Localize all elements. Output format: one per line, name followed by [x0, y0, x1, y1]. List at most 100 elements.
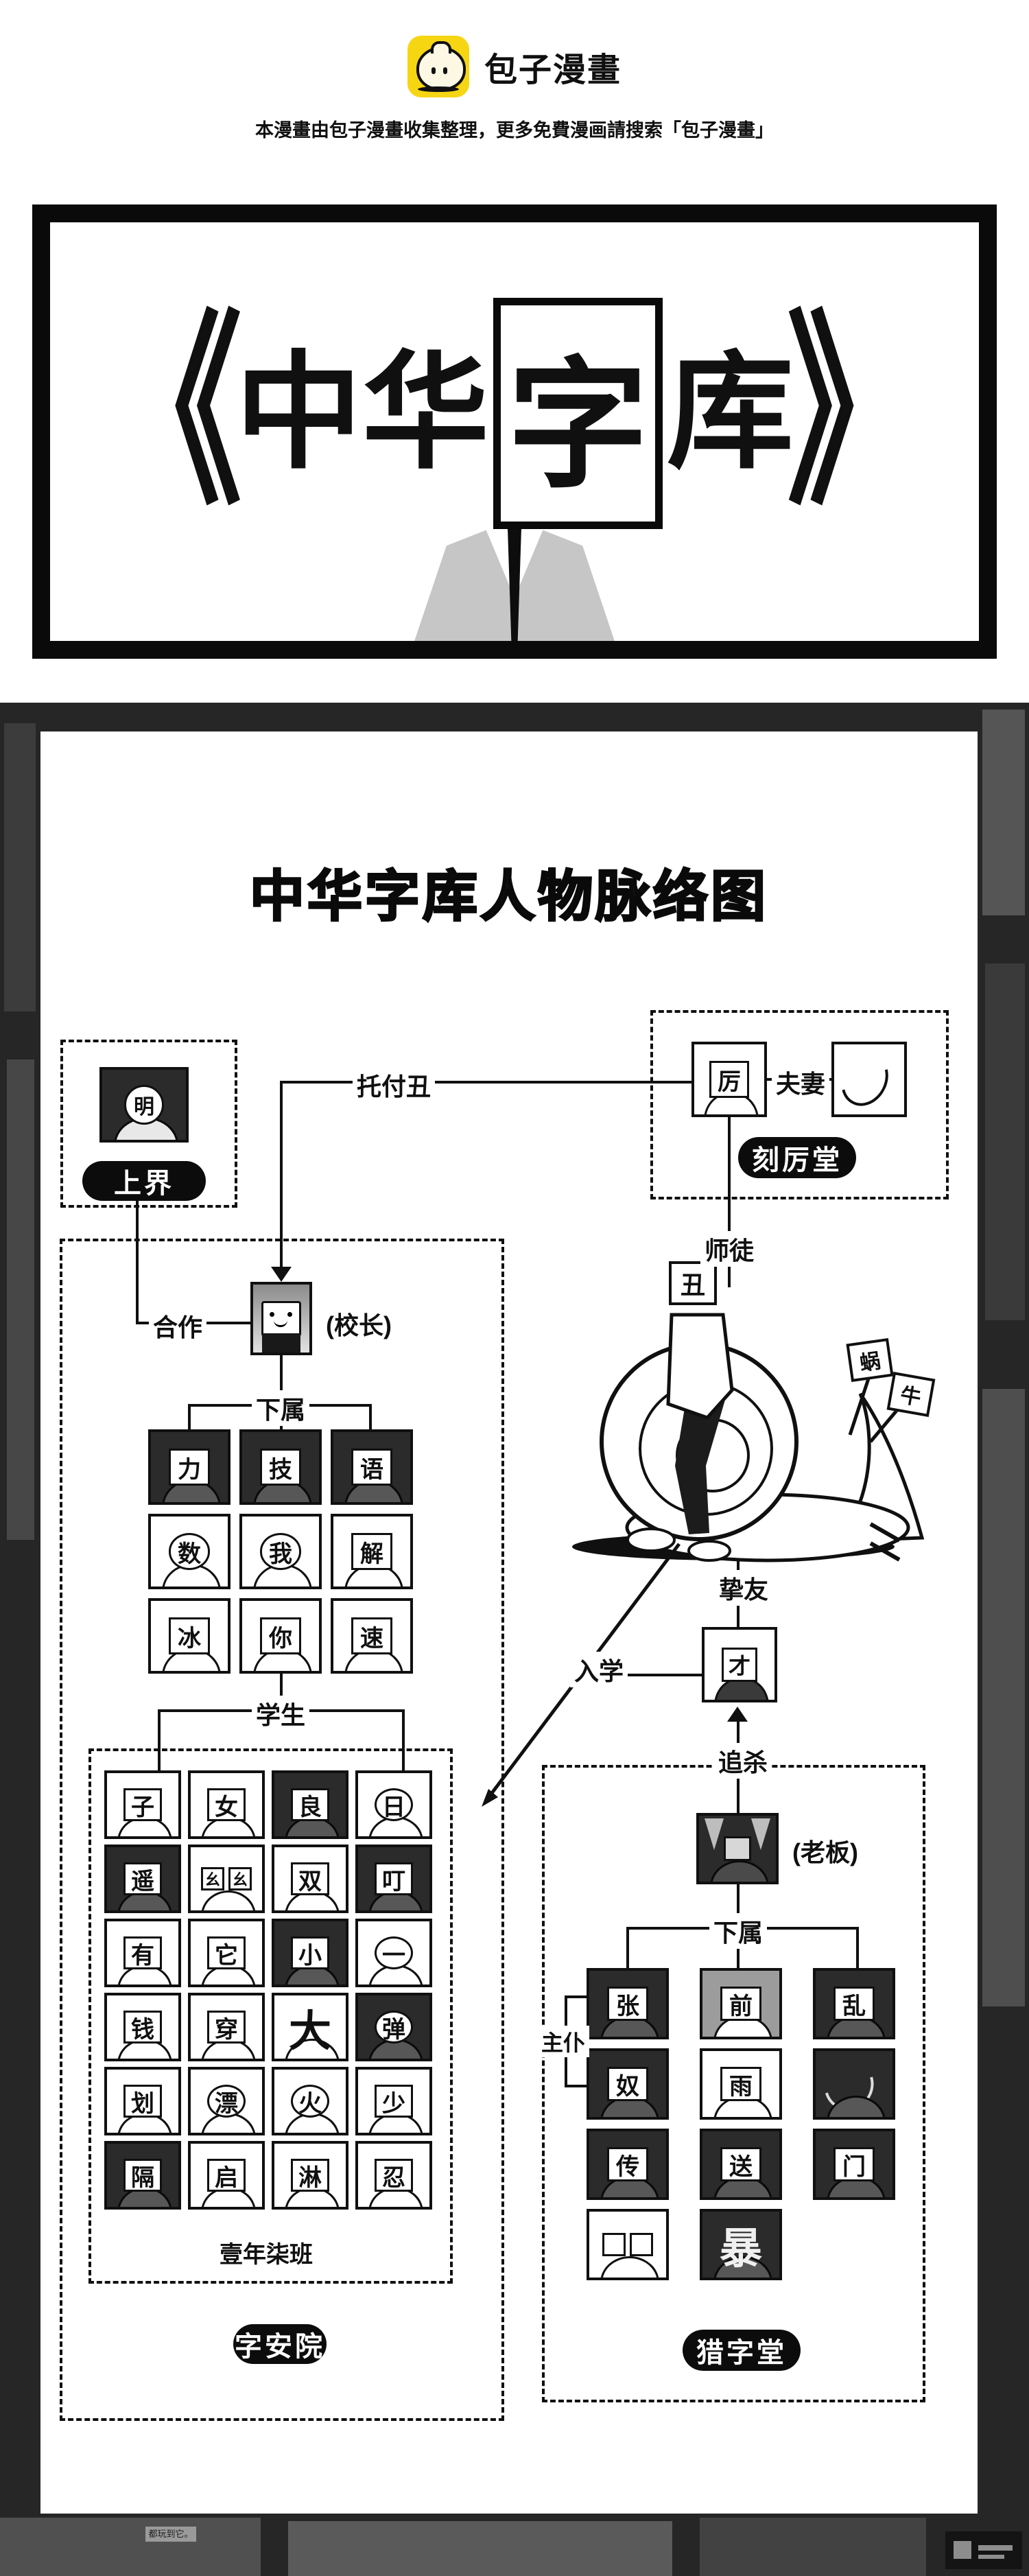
portrait-boss: [696, 1813, 779, 1884]
portrait-cell: 你: [239, 1598, 322, 1674]
character-head-box: 力: [168, 1449, 211, 1486]
label-students: 学生: [252, 1696, 310, 1731]
pill-zianyuan: 字安院: [233, 2324, 327, 2364]
character-head-box: 划: [123, 2085, 163, 2118]
portrait-cell: 幺幺: [188, 1845, 265, 1913]
portrait-cell: 启: [188, 2141, 265, 2210]
portrait-cell: 叮: [355, 1845, 432, 1913]
character-head-box: [602, 2233, 626, 2256]
cover-panel: 《 中华 字 库 》: [32, 204, 997, 659]
character-head-box: 前: [720, 1987, 762, 2021]
head-box-pair: [602, 2233, 653, 2256]
character-head-box: 一: [374, 1936, 414, 1969]
character-head-box: 弹: [374, 2011, 414, 2044]
group-box-kelitang: [650, 1010, 949, 1199]
portrait-cell: 良: [272, 1770, 348, 1839]
character-head-box: 送: [720, 2147, 762, 2181]
snail-sign-left: 蜗: [846, 1337, 894, 1383]
bun-shadow: [417, 86, 459, 92]
portrait-cell: 雨: [700, 2048, 782, 2120]
character-head-box: 幺: [201, 1867, 224, 1890]
bg-panel: [4, 723, 36, 1011]
rider-head-box: 丑: [669, 1261, 717, 1305]
pill-liezitang: 猎字堂: [683, 2330, 801, 2371]
suit-tie: [507, 526, 522, 641]
watermark-mark: [978, 2555, 1004, 2559]
principal-face: [261, 1300, 301, 1337]
character-head-box: 女: [206, 1788, 246, 1821]
background-speech-bubble: 都玩到它。: [145, 2527, 196, 2542]
bun-eye-left: [431, 67, 436, 74]
snail-rider-illustration: 丑 蜗 牛: [548, 1260, 936, 1569]
label-enroll: 入学: [570, 1652, 628, 1687]
character-head-box: 钱: [123, 2011, 163, 2044]
character-head-box: 明: [124, 1085, 164, 1125]
portrait-cell: 暴: [700, 2209, 782, 2280]
character-head-box: 火: [290, 2085, 330, 2118]
cover-title-left: 中华: [235, 342, 489, 484]
group-box-shangjie: [60, 1040, 237, 1208]
character-head-box: 语: [351, 1449, 393, 1486]
character-head-box: 日: [374, 1788, 414, 1821]
portrait-cell: 穿: [188, 1993, 265, 2061]
character-head-box: 传: [606, 2147, 649, 2181]
portrait-cell: 解: [331, 1514, 413, 1589]
character-head-box: 有: [123, 1936, 163, 1969]
diagram-title: 中华字库人物脉络图: [249, 865, 768, 928]
character-head-box: 门: [833, 2147, 875, 2181]
shoulders: [600, 2256, 660, 2278]
portrait-cell: 弹: [355, 1993, 432, 2061]
pill-kelitang: 刻厉堂: [738, 1137, 856, 1178]
bg-panel: [0, 2518, 261, 2576]
portrait-cell: 送: [700, 2129, 782, 2200]
portrait-cell: 女: [188, 1770, 265, 1839]
character-head-box: 解: [351, 1533, 393, 1570]
character-head-box: 漂: [206, 2085, 246, 2118]
portrait-cell: 双: [272, 1845, 348, 1913]
collection-notice: 本漫畫由包子漫畫收集整理，更多免費漫画請搜索「包子漫畫」: [255, 120, 774, 141]
snail-art: [572, 1313, 925, 1562]
label-subordinate-right: 下属: [709, 1913, 768, 1949]
portrait-cell: [587, 2209, 669, 2280]
student-grid: 子女良日遥幺幺双叮有它小一钱穿大弹划漂火少隔启淋忍: [104, 1770, 432, 2210]
line-bracket-drop: [626, 1927, 629, 1968]
character-head-box: [630, 2233, 653, 2256]
hunter-grid: 张前乱奴雨传送门暴: [587, 1968, 895, 2280]
label-principal: (校长): [326, 1311, 392, 1339]
arrow-hunt: [727, 1707, 748, 1722]
portrait-cell: 速: [331, 1598, 413, 1674]
character-glyph: 暴: [719, 2225, 762, 2273]
character-head-box: 它: [206, 1936, 246, 1969]
character-head-box: 隔: [123, 2159, 163, 2192]
bg-panel: [288, 2521, 672, 2576]
character-head-box: 良: [290, 1788, 330, 1821]
label-boss: (老板): [792, 1838, 858, 1866]
character-head-box: 字: [493, 298, 663, 529]
brand-name: 包子漫畫: [484, 52, 622, 89]
character-head-box: 冰: [168, 1617, 211, 1654]
character-head-box: 乱: [833, 1987, 875, 2021]
head-box-pair: 幺幺: [201, 1867, 252, 1890]
line-bracket-drop: [856, 1927, 859, 1968]
site-header: 包子漫畫 本漫畫由包子漫畫收集整理，更多免費漫画請搜索「包子漫畫」: [0, 0, 1029, 178]
portrait-cell: 小: [272, 1919, 348, 1987]
bracket-open: 《: [104, 298, 242, 528]
character-head-box: 淋: [290, 2159, 330, 2192]
portrait-cell: 火: [272, 2067, 348, 2135]
portrait-shangjie: 明: [99, 1067, 189, 1143]
character-head-box: 你: [259, 1617, 302, 1654]
bg-panel: [985, 963, 1025, 1320]
line-bracket-drop: [188, 1404, 191, 1429]
portrait-cell: 冰: [148, 1598, 230, 1674]
character-head-box: 奴: [606, 2067, 649, 2101]
portrait-cell: 钱: [104, 1993, 181, 2061]
portrait-cell: 乱: [813, 1968, 895, 2039]
character-head-box: 遥: [123, 1862, 163, 1895]
label-best-friend: 挚友: [715, 1570, 773, 1606]
character-head-box: 我: [259, 1533, 302, 1570]
character-head-box: 忍: [374, 2159, 414, 2192]
portrait-cell: 一: [355, 1919, 432, 1987]
line-bracket-drop: [369, 1404, 372, 1429]
label-entrust: 托付丑: [353, 1067, 436, 1103]
bg-panel: [700, 2518, 926, 2576]
